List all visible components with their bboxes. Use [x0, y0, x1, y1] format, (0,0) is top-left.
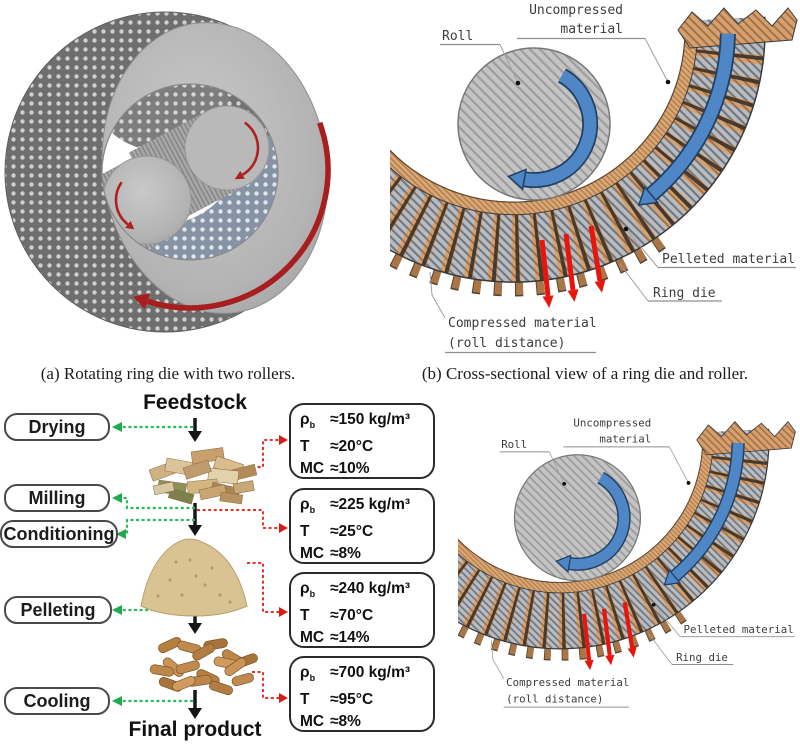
die-arrowhead	[663, 568, 682, 586]
leader-dot	[665, 79, 671, 85]
final-product-label: Final product	[128, 718, 262, 741]
compressed-label-1: Compressed material	[448, 316, 597, 331]
moisture-row: MC ≈8%	[300, 713, 361, 731]
leader-dot	[686, 481, 691, 485]
caption-a: (a) Rotating ring die with two rollers.	[40, 364, 296, 383]
pelleted-label: Pelleted material	[684, 623, 794, 636]
caption-b: (b) Cross-sectional view of a ring die a…	[421, 364, 749, 383]
property-arrowheads	[279, 435, 288, 703]
material-lining	[371, 20, 698, 215]
roller-upper-arrowhead	[234, 170, 245, 180]
density-row: ρb ≈150 kg/m³	[300, 411, 411, 431]
sawdust-image	[140, 538, 248, 617]
compressed-label-2: (roll distance)	[448, 336, 565, 351]
uncompressed-label-1: Uncompressed	[529, 3, 623, 18]
compressed-label-2: (roll distance)	[506, 693, 603, 706]
flow-step-conditioning: Conditioning	[0, 520, 118, 548]
extruded-pellets	[307, 186, 665, 295]
wood-chips-image	[148, 447, 258, 505]
cross-section-diagram: Roll Uncompressed material Pelleted mate…	[305, 3, 798, 354]
flow-step-milling: Milling	[4, 484, 110, 512]
main-arrowheads	[188, 431, 202, 719]
leader-dot	[515, 80, 521, 86]
die-rotation-arrow	[146, 121, 331, 311]
die-torn-edge	[677, 7, 798, 49]
leader-dot	[623, 226, 629, 232]
ring-die-3d	[4, 11, 331, 333]
flow-step-pelleting: Pelleting	[4, 596, 112, 624]
moisture-row: MC ≈14%	[300, 629, 370, 647]
temperature-row: T ≈95°C	[300, 691, 374, 709]
die-torn-edge	[696, 420, 796, 456]
roller-lower-rotation-arrow	[114, 181, 129, 226]
roll-arrowhead	[507, 168, 527, 191]
panel-b-cross-section: Roll Uncompressed material Pelleted mate…	[305, 0, 800, 362]
die-direction-arrow	[647, 33, 735, 200]
diagram-labels: Roll Uncompressed material Pelleted mate…	[490, 417, 795, 708]
roller-upper-rotation-arrow	[241, 121, 260, 176]
step-label: Milling	[28, 487, 86, 508]
density-row: ρb ≈225 kg/m³	[300, 496, 411, 516]
property-connectors	[197, 439, 280, 699]
roll-arrowhead	[555, 554, 572, 573]
density-row: ρb ≈700 kg/m³	[300, 664, 411, 684]
leader-dot	[651, 602, 656, 607]
roll-label: Roll	[501, 438, 527, 451]
roller-upper-face	[184, 105, 270, 191]
step-arrowheads	[112, 422, 126, 706]
die-direction-arrow	[671, 442, 744, 581]
roller-lower-arrowhead	[125, 220, 135, 230]
step-label: Pelleting	[20, 599, 96, 620]
die-outer-edge	[319, 16, 766, 283]
temperature-row: T ≈25°C	[300, 523, 374, 541]
diagram-labels: Roll Uncompressed material Pelleted mate…	[429, 3, 796, 354]
step-label: Cooling	[23, 690, 91, 711]
compressed-label-1: Compressed material	[506, 676, 629, 689]
flow-connectors	[112, 418, 288, 719]
ring-die-label: Ring die	[676, 651, 728, 664]
density-row: ρb ≈240 kg/m³	[300, 580, 411, 600]
step-label: Drying	[28, 416, 86, 437]
step-label: Conditioning	[3, 523, 115, 544]
uncompressed-label-2: material	[560, 22, 623, 37]
flow-step-cooling: Cooling	[4, 687, 110, 715]
ring-die-label: Ring die	[653, 286, 716, 301]
die-arrowhead	[637, 185, 660, 206]
material-lining	[442, 431, 713, 593]
leader-dot	[562, 481, 567, 486]
cross-section-diagram: Roll Uncompressed material Pelleted mate…	[388, 417, 796, 708]
moisture-row: MC ≈10%	[300, 460, 370, 478]
roll-direction-arrow	[568, 473, 630, 570]
stage-properties-box-3: ρb ≈240 kg/m³ T ≈70°C MC ≈14%	[289, 572, 435, 648]
moisture-row: MC ≈8%	[300, 545, 361, 563]
die-rotation-arrowhead	[133, 293, 150, 310]
temperature-row: T ≈70°C	[300, 607, 374, 625]
uncompressed-label-2: material	[599, 432, 651, 445]
feedstock-label: Feedstock	[143, 391, 247, 414]
uncompressed-label-1: Uncompressed	[573, 417, 651, 430]
die-outer-edge	[399, 428, 770, 650]
pellets-image	[149, 636, 258, 696]
extruded-pellets	[389, 569, 686, 660]
temperature-row: T ≈20°C	[300, 438, 374, 456]
pelleted-label: Pelleted material	[662, 252, 795, 267]
panel-c-process-flow: Feedstock Final product Drying Milling C…	[0, 390, 450, 746]
extrusion-arrows	[582, 601, 637, 671]
panel-a-3d-render	[0, 0, 390, 360]
panel-d-cross-section-small: Roll Uncompressed material Pelleted mate…	[388, 415, 798, 715]
stage-properties-box-2: ρb ≈225 kg/m³ T ≈25°C MC ≈8%	[289, 488, 435, 564]
stage-properties-box-4: ρb ≈700 kg/m³ T ≈95°C MC ≈8%	[289, 656, 435, 732]
flow-step-drying: Drying	[4, 413, 110, 441]
roll-label: Roll	[442, 29, 473, 44]
extrusion-arrows	[539, 225, 606, 308]
stage-properties-box-1: ρb ≈150 kg/m³ T ≈20°C MC ≈10%	[289, 403, 435, 479]
roll-direction-arrow	[523, 70, 597, 187]
